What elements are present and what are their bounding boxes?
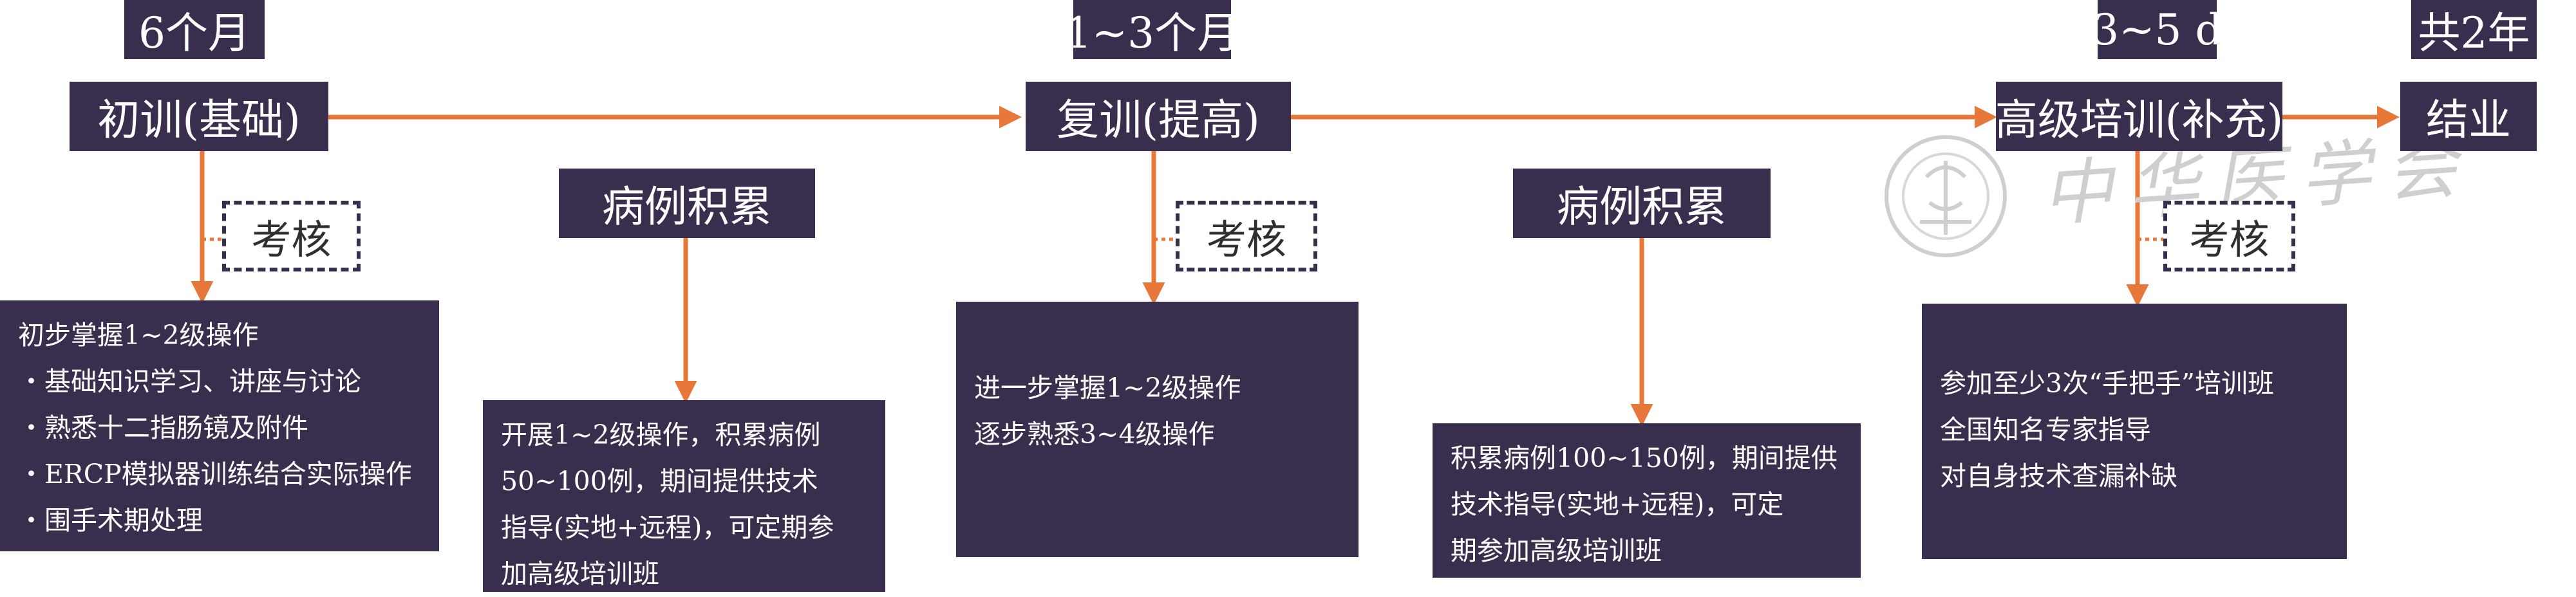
content-box-advanced: 参加至少3次“手把手”培训班 全国知名专家指导 对自身技术查漏补缺 [1922,304,2347,559]
stage-advanced-training: 高级培训(补充) [1995,82,2283,151]
assessment-box-3: 考核 [2163,201,2295,271]
content-box-case-accumulation-1: 开展1~2级操作，积累病例 50~100例，期间提供技术 指导(实地+远程)，可… [483,400,885,592]
assessment-box-1: 考核 [222,201,361,271]
content-line: 逐步熟悉3~4级操作 [974,419,1215,450]
content-line: 50~100例，期间提供技术 [501,466,818,497]
content-line: 技术指导(实地+远程)，可定 [1451,489,1784,520]
content-line: 积累病例100~150例，期间提供 [1451,443,1838,473]
content-line: 对自身技术查漏补缺 [1940,461,2177,491]
content-line: ・ERCP模拟器训练结合实际操作 [18,459,412,490]
content-line: 初步掌握1~2级操作 [18,320,259,351]
case-accumulation-label-2: 病例积累 [1513,169,1771,238]
duration-label-3: 3~5 d [2092,0,2223,59]
content-box-retraining: 进一步掌握1~2级操作 逐步熟悉3~4级操作 [956,302,1359,557]
content-line: 指导(实地+远程)，可定期参 [501,512,834,543]
content-line: 进一步掌握1~2级操作 [974,372,1241,403]
content-line: 参加至少3次“手把手”培训班 [1940,368,2275,399]
watermark-seal-icon [1885,135,2007,257]
content-box-case-accumulation-2: 积累病例100~150例，期间提供 技术指导(实地+远程)，可定 期参加高级培训… [1433,423,1861,578]
content-line: ・基础知识学习、讲座与讨论 [18,366,361,397]
stage-completion: 结业 [2400,82,2537,151]
content-line: 全国知名专家指导 [1940,414,2151,445]
content-line: ・围手术期处理 [18,505,203,536]
content-box-initial: 初步掌握1~2级操作 ・基础知识学习、讲座与讨论 ・熟悉十二指肠镜及附件 ・ER… [0,300,439,551]
content-line: ・熟悉十二指肠镜及附件 [18,412,308,443]
duration-label-1: 6个月 [124,0,265,59]
duration-label-2: 1~3个月 [1065,0,1239,59]
stage-retraining: 复训(提高) [1026,82,1291,151]
assessment-box-2: 考核 [1176,201,1317,271]
case-accumulation-label-1: 病例积累 [559,169,815,238]
content-line: 开展1~2级操作，积累病例 [501,419,821,450]
duration-label-4: 共2年 [2411,0,2537,59]
stage-initial-training: 初训(基础) [70,82,328,151]
content-line: 加高级培训班 [501,558,659,589]
content-line: 期参加高级培训班 [1451,535,1662,566]
